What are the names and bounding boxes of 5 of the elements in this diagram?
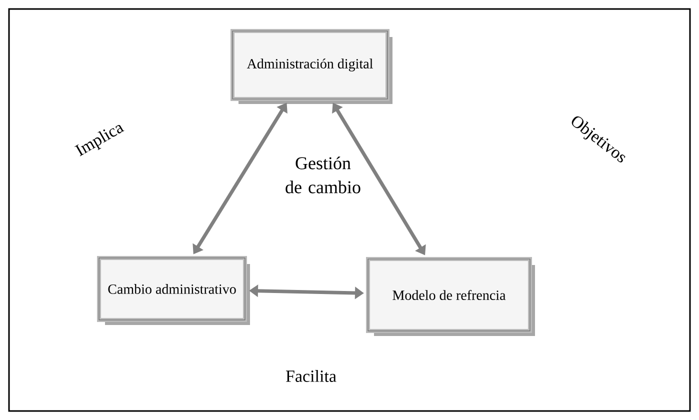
process-box: Administración digital [230,29,392,104]
label-text: Gestión de cambio [286,156,360,194]
process-box: Modelo de refrencia [366,257,535,336]
label-text: Facilita [286,370,336,382]
process-box: Cambio administrativo [97,256,250,325]
